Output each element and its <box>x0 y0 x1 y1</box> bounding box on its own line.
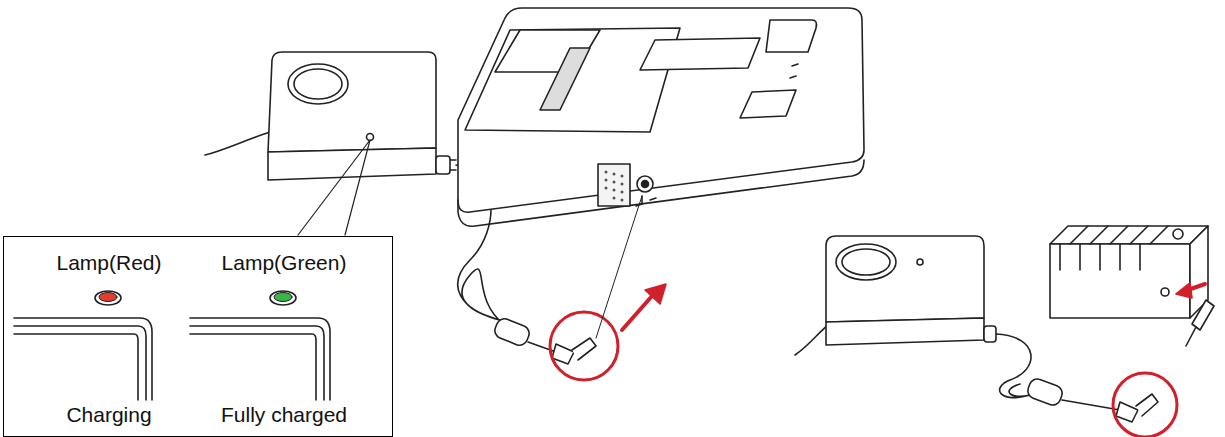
ac-adapter-right <box>795 236 1177 437</box>
battery-pack <box>1050 226 1214 346</box>
status-label: Fully charged <box>221 403 347 427</box>
lamp-label: Lamp(Red) <box>56 251 161 275</box>
leader-line <box>298 140 370 235</box>
status-label: Charging <box>66 403 151 427</box>
printer <box>458 8 864 338</box>
callout-box: Lamp(Red) Lamp(Green) Charging Fully charge… <box>3 236 393 437</box>
lamp-label: Lamp(Green) <box>222 251 347 275</box>
lamp-detail <box>4 237 392 435</box>
